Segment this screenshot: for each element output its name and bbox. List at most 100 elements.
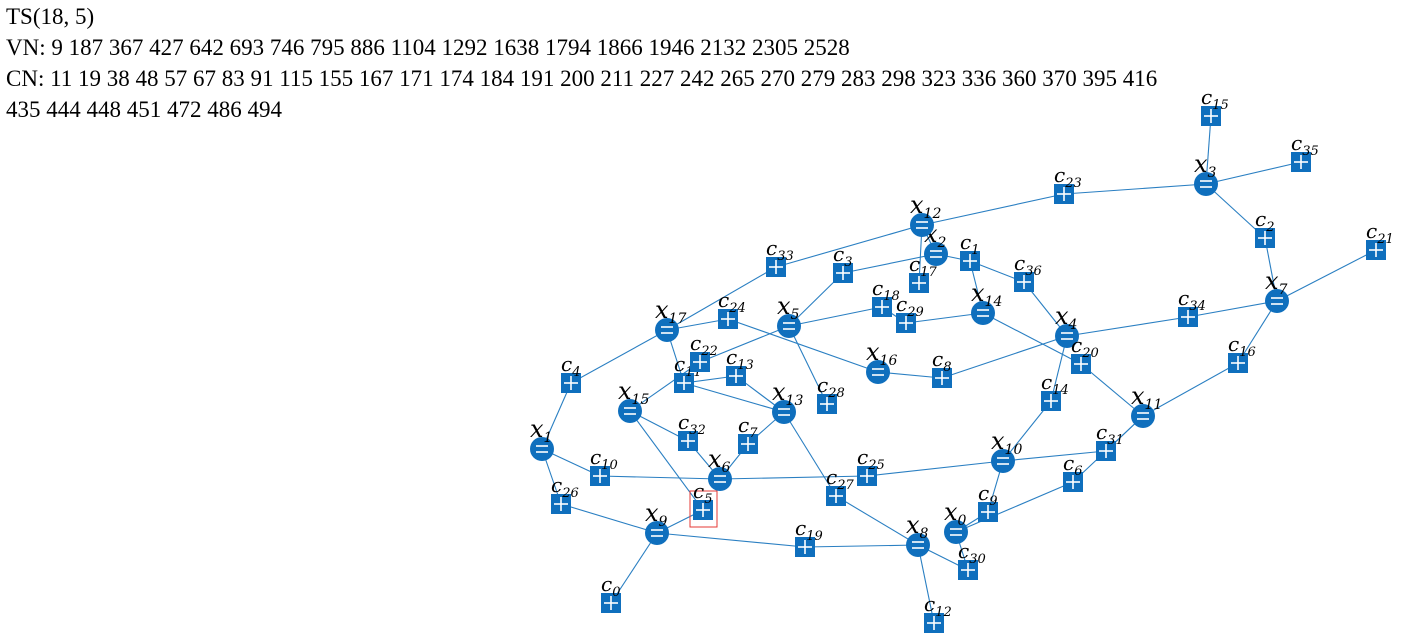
check-node-c10: c10 [590,445,618,486]
c2-label: c2 [1255,207,1274,235]
check-node-c8: c8 [932,347,952,388]
c26-label: c26 [551,473,579,501]
check-node-c4: c4 [561,352,581,393]
check-node-c22: c22 [690,331,718,372]
equality-node-icon [530,437,554,461]
check-node-c6: c6 [1063,451,1083,492]
edge-x15-c5 [629,410,704,511]
x0-label: x0 [944,498,967,529]
edge-x5-c28 [788,325,828,405]
c34-label: c34 [1178,286,1206,314]
x8-label: x8 [906,511,929,542]
equality-node-icon [1194,172,1218,196]
x7-label: x7 [1265,267,1288,298]
edge-x14-c29 [905,312,984,324]
equality-node-icon [1131,404,1155,428]
c30-label: c30 [958,539,986,567]
check-node-c25: c25 [857,445,885,486]
c16-label: c16 [1228,332,1256,360]
edge-c22-x15 [629,361,701,412]
c7-label: c7 [738,413,758,441]
check-node-c12: c12 [924,592,952,633]
check-node-c35: c35 [1291,131,1319,172]
variable-node-x16: x16 [866,338,897,384]
variable-node-x0: x0 [944,498,968,544]
check-node-c24: c24 [718,288,746,329]
c0-label: c0 [601,572,620,600]
check-node-c33: c33 [766,236,794,277]
graph-title: TS(18, 5) [6,4,95,29]
check-node-c34: c34 [1178,286,1206,327]
equality-node-icon [1265,289,1289,313]
edge-c25-x10 [866,460,1004,477]
check-node-c23: c23 [1054,163,1082,204]
c35-label: c35 [1291,131,1319,159]
c8-label: c8 [932,347,951,375]
c20-label: c20 [1071,333,1099,361]
edge-x6-c25 [719,475,868,480]
edge-x4-c8 [941,335,1068,379]
check-node-c3: c3 [833,242,853,283]
equality-node-icon [777,314,801,338]
c13-label: c13 [726,345,754,373]
x4-label: x4 [1055,302,1077,333]
c1-label: c1 [960,230,979,258]
check-node-c1: c1 [960,230,980,271]
variable-node-x15: x15 [618,377,649,423]
x9-label: x9 [645,499,668,530]
equality-node-icon [708,467,732,491]
check-node-c16: c16 [1228,332,1256,373]
variable-node-x14: x14 [971,279,1002,325]
edge-x7-c21 [1276,249,1377,302]
edge-x3-c35 [1205,161,1302,185]
c6-label: c6 [1063,451,1082,479]
edge-c23-x3 [1063,183,1207,195]
equality-node-icon [971,301,995,325]
c25-label: c25 [857,445,885,473]
edge-c16-x11 [1142,362,1239,417]
equality-node-icon [655,318,679,342]
c15-label: c15 [1201,85,1229,113]
equality-node-icon [924,242,948,266]
edge-x16-c24 [727,318,879,373]
variable-node-x5: x5 [777,292,801,338]
x10-label: x10 [991,427,1022,458]
x17-label: x17 [655,296,686,327]
variable-node-x11: x11 [1131,382,1162,428]
x6-label: x6 [708,445,731,476]
cn-list-line-1: CN: 11 19 38 48 57 67 83 91 115 155 167 … [6,66,1158,91]
edge-x14-c20 [982,312,1082,365]
check-node-c36: c36 [1014,251,1042,292]
c29-label: c29 [896,292,924,320]
edge-x6-c10 [599,475,721,480]
variable-node-x13: x13 [772,378,803,424]
check-node-c20: c20 [1071,333,1099,374]
equality-node-icon [1055,324,1079,348]
c23-label: c23 [1054,163,1082,191]
edge-c20-x11 [1080,363,1144,417]
vn-list: VN: 9 187 367 427 642 693 746 795 886 11… [6,35,850,60]
x5-label: x5 [777,292,800,323]
check-node-c32: c32 [678,410,706,451]
check-node-c27: c27 [826,465,854,506]
check-node-c30: c30 [958,539,986,580]
x12-label: x12 [910,191,941,222]
edge-x12-c23 [921,193,1065,226]
check-node-c29: c29 [896,292,924,333]
x14-label: x14 [971,279,1002,310]
edge-c18-x5 [788,306,883,327]
variable-node-x3: x3 [1194,150,1218,196]
edge-x7-c34 [1187,300,1278,318]
x11-label: x11 [1131,382,1162,413]
variable-node-x10: x10 [991,427,1022,473]
x3-label: x3 [1194,150,1217,181]
variable-node-x7: x7 [1265,267,1289,313]
edge-c19-x9 [656,532,806,548]
c27-label: c27 [826,465,854,493]
edge-x8-c19 [804,544,919,548]
equality-node-icon [944,520,968,544]
edge-c27-x8 [835,495,919,546]
edge-x13-c27 [783,411,837,497]
c28-label: c28 [817,373,845,401]
